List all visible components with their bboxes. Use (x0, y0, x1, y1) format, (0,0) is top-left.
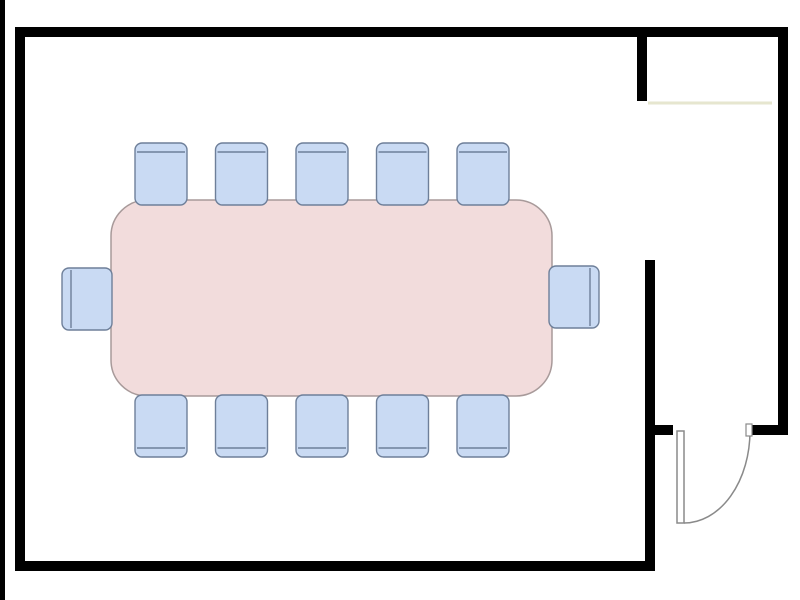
chair-bottom-5 (456, 394, 510, 458)
chair-bottom-4 (375, 394, 430, 458)
chair-bottom-1 (134, 394, 188, 458)
wall-top (15, 27, 788, 37)
door (676, 423, 753, 524)
door-stop (745, 423, 753, 437)
chair-bottom-2 (214, 394, 269, 458)
wall-inner-upper (637, 37, 647, 101)
door-swing-arc (683, 430, 751, 524)
wall-left (15, 27, 25, 571)
chair-left-end-1 (61, 267, 113, 331)
wall-bottom (15, 561, 655, 571)
conference-table (110, 199, 553, 397)
wall-inner-lower (645, 260, 655, 571)
chairs (61, 142, 600, 458)
wall-closet-bottom-right (750, 425, 788, 435)
left-edge-strip (0, 0, 5, 600)
chair-top-3 (295, 142, 349, 206)
chair-top-5 (456, 142, 510, 206)
door-leaf (676, 430, 685, 524)
chair-right-end-1 (548, 265, 600, 329)
walls (15, 27, 788, 571)
chair-bottom-3 (295, 394, 349, 458)
chair-top-2 (214, 142, 269, 206)
wall-right (778, 27, 788, 435)
chair-top-4 (375, 142, 430, 206)
chair-top-1 (134, 142, 188, 206)
wall-closet-bottom-left (645, 425, 673, 435)
